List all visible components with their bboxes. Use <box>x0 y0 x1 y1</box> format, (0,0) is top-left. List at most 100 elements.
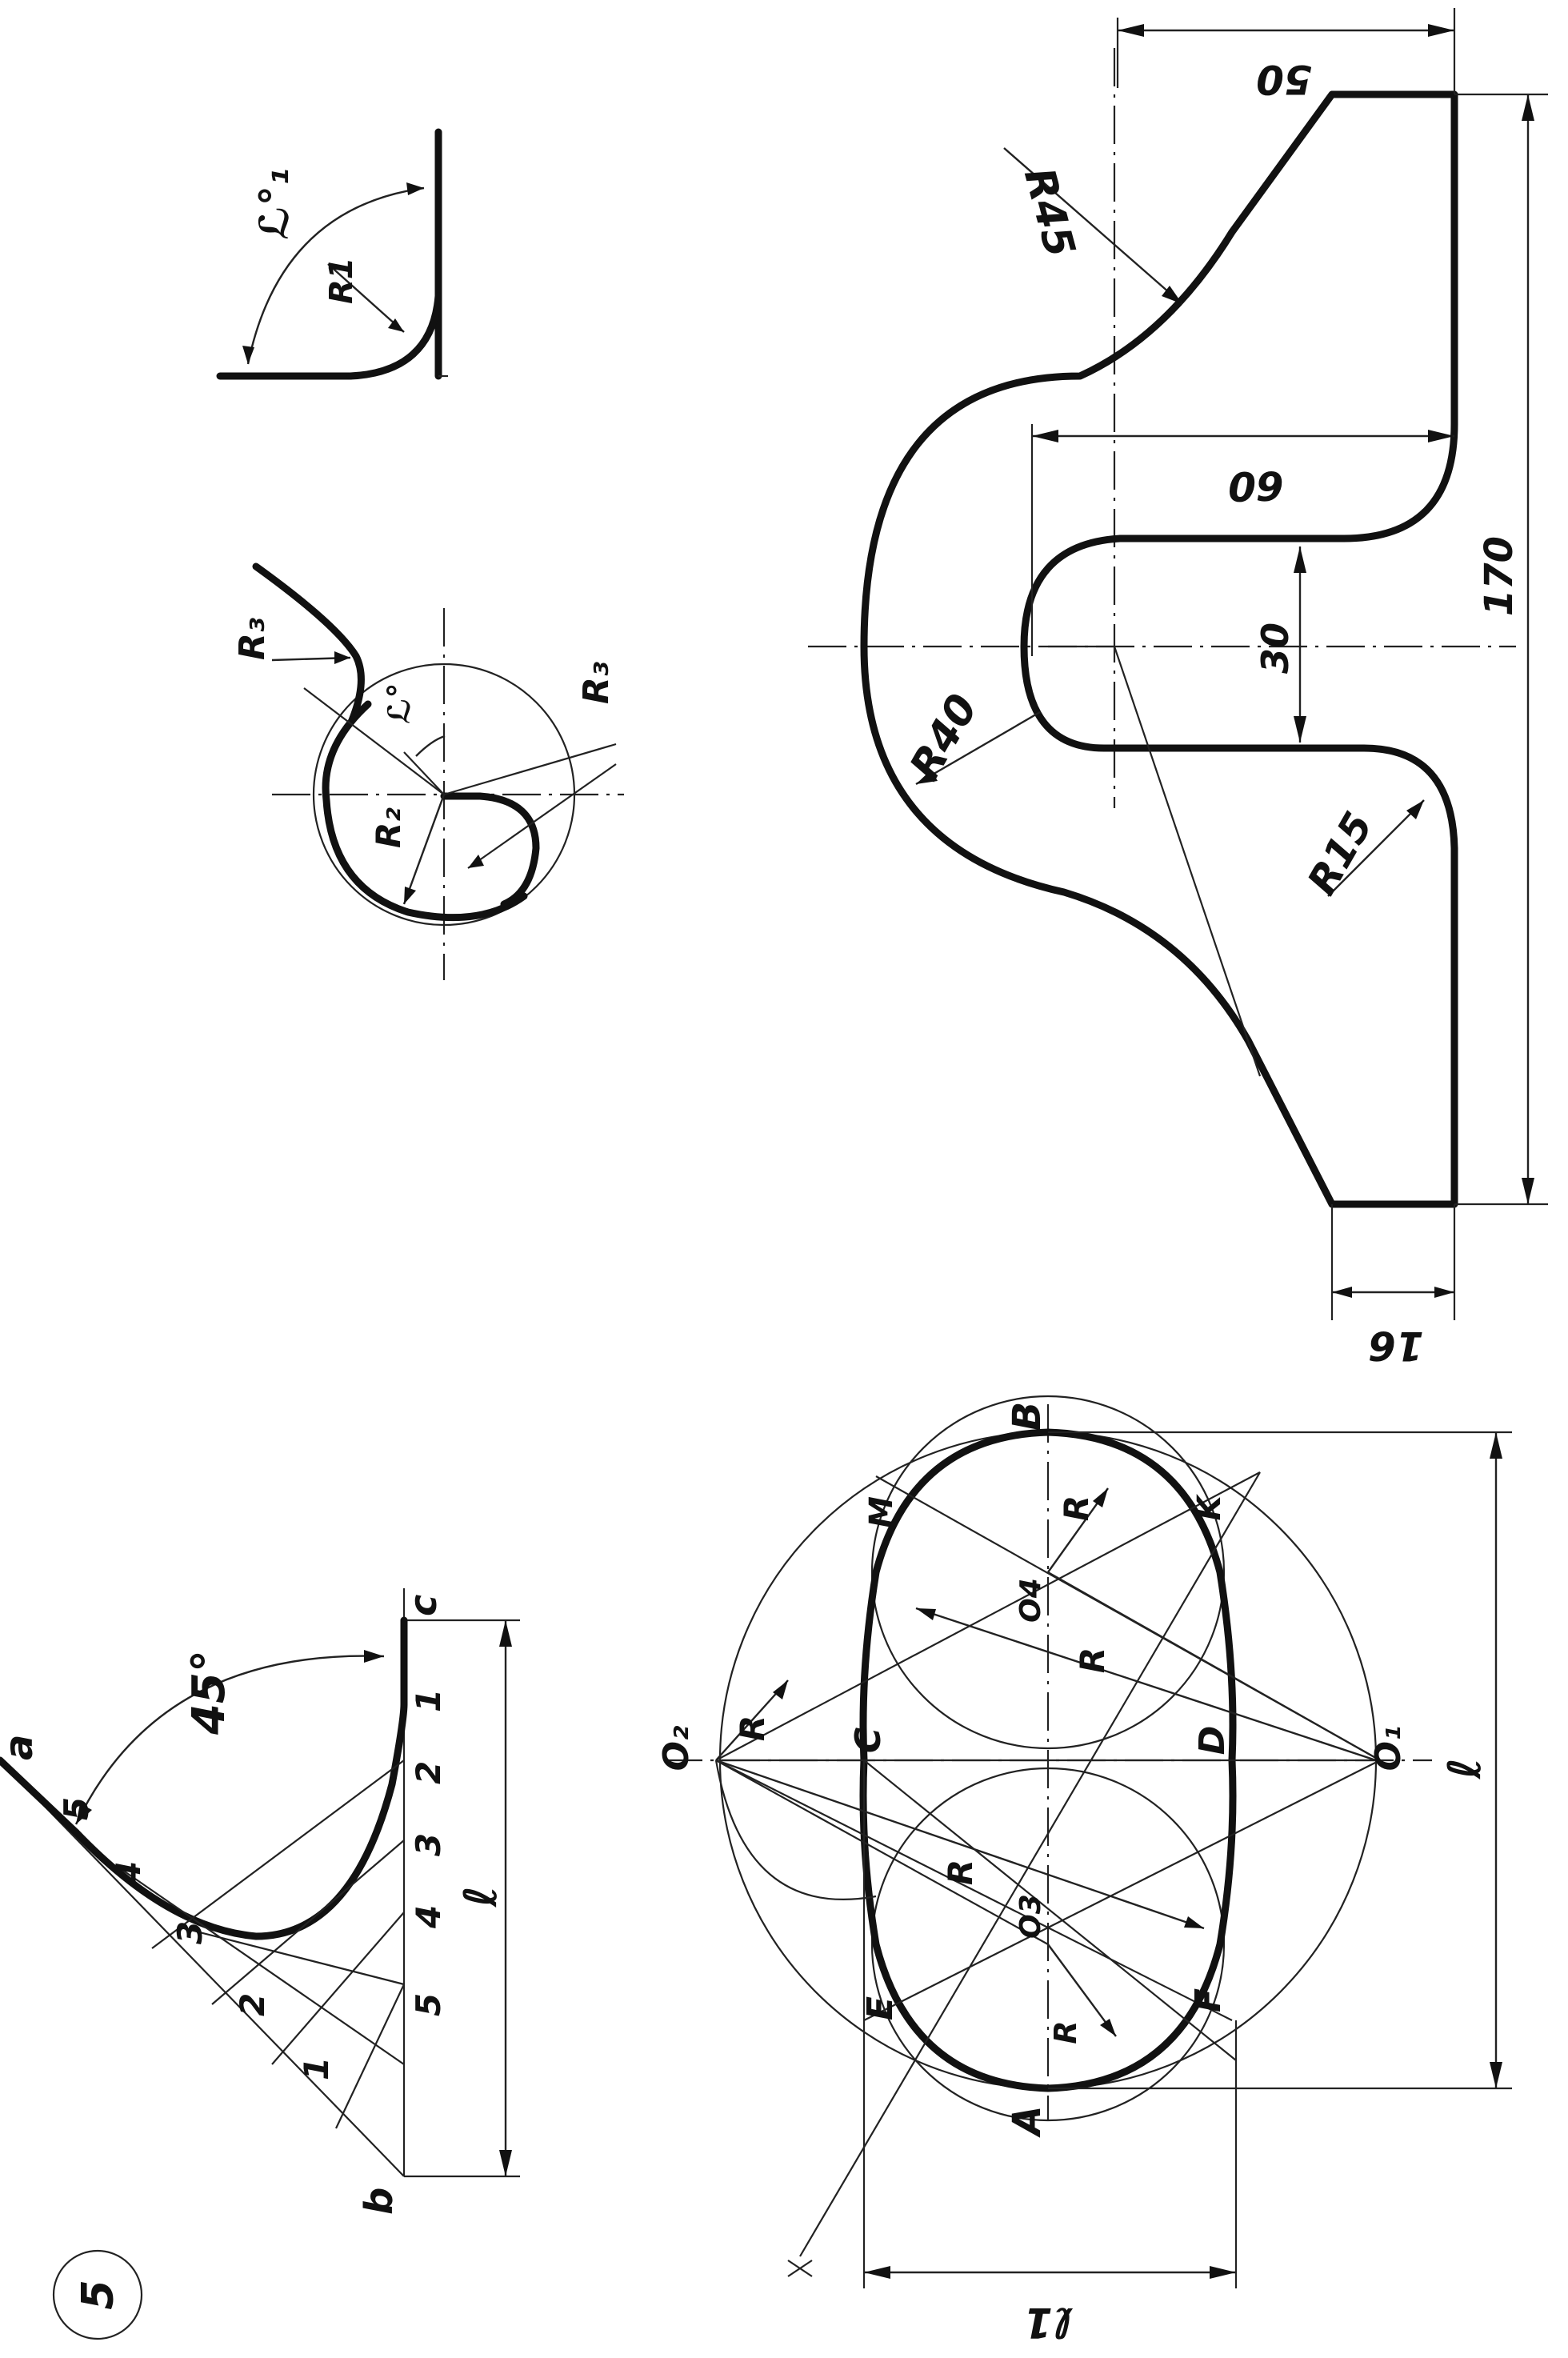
oval-width-label: ℓ1 <box>1024 2298 1074 2346</box>
oval-point-D: D <box>1192 1726 1233 1755</box>
profile-r40-leader <box>915 711 1041 786</box>
profile-dim16-label: 16 <box>1368 1323 1424 1369</box>
tangent-angle-ray <box>403 751 445 795</box>
oval-point-O2: O₂ <box>656 1726 697 1772</box>
profile-dim60-arrow-left <box>1032 430 1058 442</box>
oval-point-M: M <box>863 1496 900 1528</box>
tangent-r3-inner-label: R₃ <box>576 662 617 704</box>
profile-dim30-arrow-top <box>1294 546 1306 573</box>
fillet-radius-arrow <box>388 318 404 332</box>
curve-left-2: 2 <box>233 1993 272 2016</box>
curve-length-label: ℓ <box>455 1886 507 1908</box>
curve-angle-arrow-left <box>76 1804 92 1824</box>
oval-length-arrow-top <box>1490 1432 1502 1459</box>
oval-o2-f-line <box>715 1759 1233 2021</box>
oval-circle-o3 <box>870 1767 1226 2122</box>
curve-dim-arrow-top <box>499 1620 512 1647</box>
tangent-angle-label: ℒ° <box>382 683 417 724</box>
curve-dim-arrow-bottom <box>499 2150 512 2176</box>
curve-a-segment <box>0 1756 80 1836</box>
profile-r45-label: R45 <box>1014 163 1084 262</box>
fillet-radius-line <box>327 263 405 333</box>
tangent-r3-arrow <box>334 651 350 664</box>
oval-r-bottom-arrow <box>1100 2019 1116 2036</box>
oval-circle-o4 <box>870 1395 1226 1750</box>
oval-r-left-arrow <box>773 1680 788 1699</box>
tangent-r2-line <box>402 794 446 905</box>
curve-angle-arc <box>74 1655 385 1825</box>
curve-point-c: c <box>402 1595 445 1616</box>
tangent-base-circle <box>312 663 576 927</box>
oval-star-mark-b <box>787 2260 813 2277</box>
curve-main <box>72 1700 408 1940</box>
oval-point-A: A <box>1005 2105 1050 2138</box>
sheet-number-label: 5 <box>73 2280 123 2310</box>
oval-o2-arc <box>714 1759 877 1900</box>
oval-r-mid2-line <box>715 1759 1205 1930</box>
fillet-arrow-right <box>406 182 424 195</box>
oval-point-B: B <box>1005 1402 1050 1431</box>
curve-left-1: 1 <box>297 2057 336 2080</box>
profile-dim60-arrow-right <box>1428 430 1454 442</box>
oval-point-O4: O4 <box>1014 1578 1047 1623</box>
tangent-outer-arc <box>322 700 528 922</box>
curve-ab-line <box>0 1759 405 2177</box>
oval-r-left-label: R <box>733 1715 772 1741</box>
oval-c-f-line <box>863 1759 1237 2061</box>
curve-right-5: 5 <box>409 1993 448 2016</box>
fillet-angle-arc <box>246 186 425 365</box>
profile-r15-label: R15 <box>1298 804 1382 903</box>
curve-left-5: 5 <box>57 1797 96 1820</box>
profile-outline <box>860 90 1458 1208</box>
curve-right-2: 2 <box>409 1761 448 1784</box>
profile-r15-leader <box>1327 799 1425 897</box>
curve-right-1: 1 <box>409 1689 448 1712</box>
profile-r40-arrow <box>916 770 938 784</box>
tangent-inner-hook <box>440 792 540 908</box>
sheet-number-circle <box>52 2249 143 2340</box>
oval-r-mid1-line <box>915 1607 1377 1762</box>
profile-r15-arrow <box>1406 800 1424 819</box>
fig-tangent: R₃ ℒ° R₂ R₃ <box>232 562 624 980</box>
fig-profile: 50 60 30 170 16 R45 R40 <box>808 8 1548 1369</box>
fillet-radius-label: R1 <box>323 257 360 304</box>
oval-point-C: C <box>848 1727 889 1753</box>
oval-length-arrow-bottom <box>1490 2062 1502 2088</box>
profile-dim30-arrow-bottom <box>1294 716 1306 743</box>
profile-dim50-label: 50 <box>1256 56 1312 102</box>
profile-dim170-arrow-top <box>1522 94 1534 121</box>
curve-angle-arrow-right <box>364 1650 384 1663</box>
oval-o2-o3-line <box>715 1759 1049 1945</box>
profile-dim60-label: 60 <box>1228 462 1284 509</box>
tangent-r3-curve <box>252 562 365 724</box>
oval-r-bottom-line <box>1047 1944 1117 2037</box>
tangent-construction-3 <box>467 763 617 869</box>
sheet-number: 5 <box>52 2249 143 2340</box>
curve-left-3: 3 <box>170 1921 210 1944</box>
profile-dim170-label: 170 <box>1477 536 1522 616</box>
oval-r-mid1-label: R <box>1073 1647 1112 1673</box>
curve-point-b: b <box>357 2188 402 2215</box>
profile-dim16-arrow-left <box>1332 1287 1352 1298</box>
curve-envelope-1 <box>151 1759 405 1949</box>
fig-fillet: ℒ°₁ R1 <box>216 128 448 380</box>
tangent-r3-inner-arrow <box>468 855 484 868</box>
profile-dim30-label: 30 <box>1254 623 1297 674</box>
profile-dim170-arrow-bottom <box>1522 1178 1534 1204</box>
oval-r-top-label: R <box>1057 1495 1096 1521</box>
fig-curve: ℓ 45° a b c 5 4 3 2 1 1 2 3 4 5 <box>0 1588 520 2215</box>
oval-point-O1: O₁ <box>1368 1726 1409 1772</box>
oval-r-top-arrow <box>1093 1488 1108 1507</box>
curve-right-3: 3 <box>409 1833 448 1856</box>
curve-envelope-4 <box>335 1984 405 2129</box>
tangent-angle-arc <box>415 735 446 757</box>
profile-r45-leader <box>1003 147 1183 305</box>
profile-r40-label: R40 <box>901 687 987 788</box>
fillet-angle-label: ℒ°₁ <box>251 168 298 240</box>
curve-envelope-5 <box>119 1868 405 2065</box>
fillet-arc <box>346 292 442 380</box>
oval-point-K: K <box>1191 1494 1228 1521</box>
tangent-r3-outer-label: R₃ <box>232 618 273 660</box>
oval-point-O3: O3 <box>1014 1894 1047 1939</box>
